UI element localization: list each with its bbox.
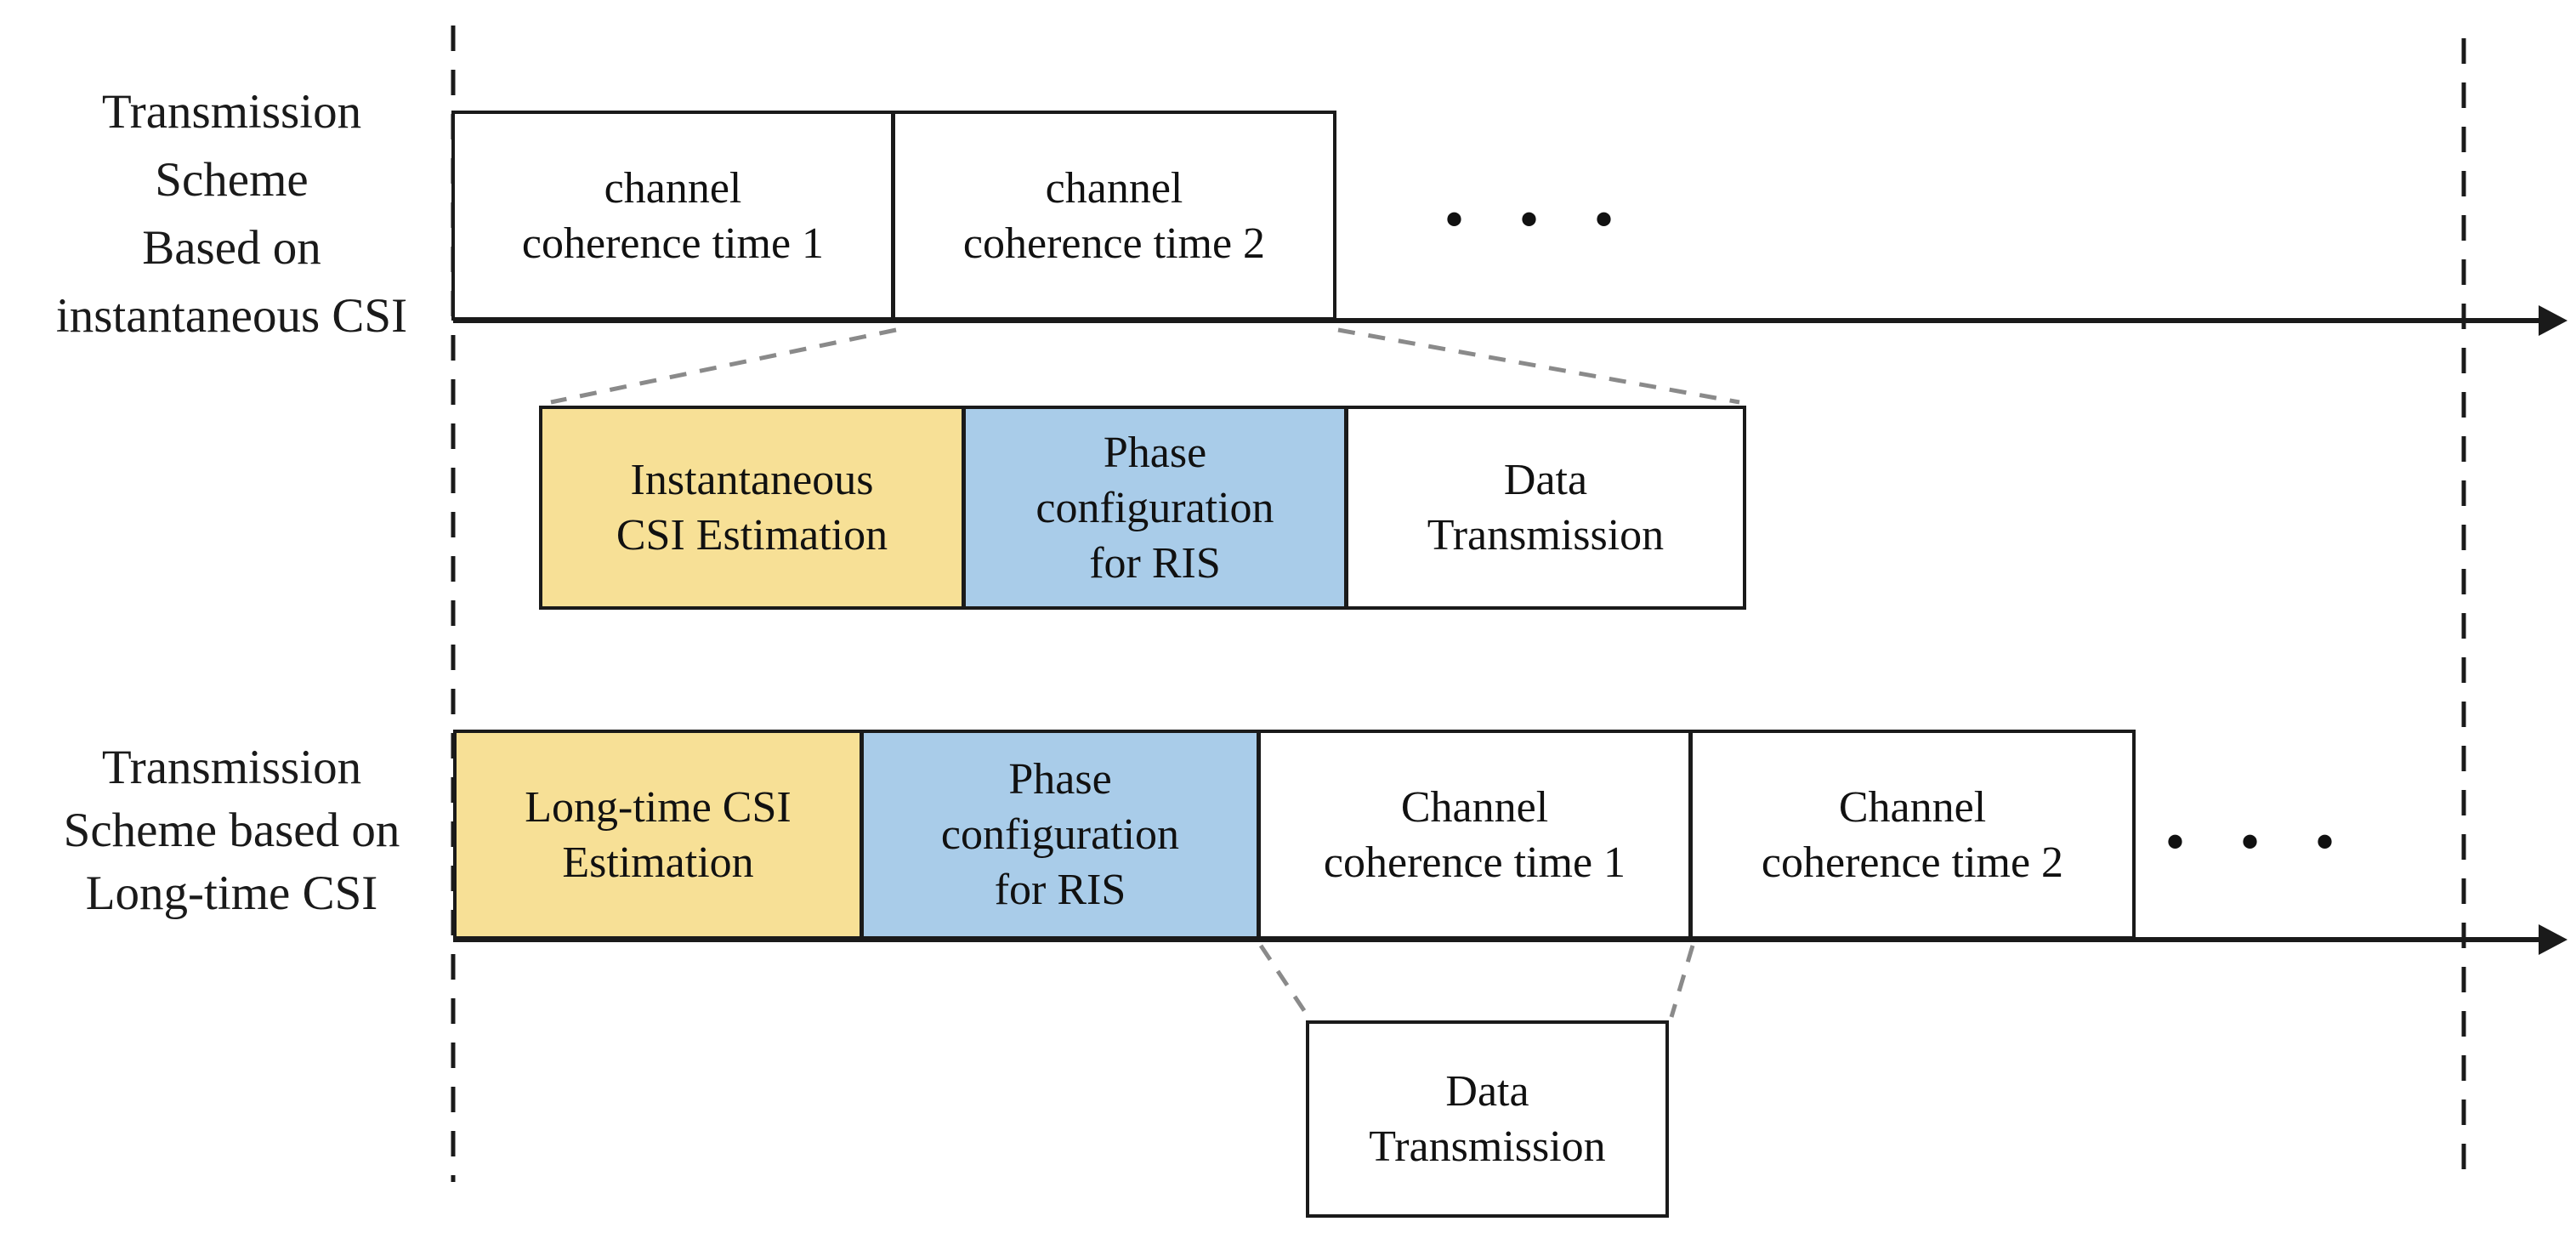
box-label-line: for RIS [994, 866, 1126, 914]
s2-data-transmission-box: Data Transmission [1306, 1020, 1669, 1218]
box-label-line: Phase [1103, 428, 1207, 477]
box-label-line: Phase [1008, 755, 1112, 804]
box-label-line: for RIS [1089, 538, 1221, 588]
box-label-line: coherence time 2 [962, 219, 1266, 268]
s2-channel-coherence-1-box: Channel coherence time 1 [1257, 730, 1692, 940]
scheme1-expansion-dash-left [550, 327, 897, 405]
s1-instantaneous-csi-estimation-box: Instantaneous CSI Estimation [539, 406, 965, 610]
scheme1-expansion-dash-right [1337, 327, 1740, 405]
box-label-line: configuration [940, 810, 1180, 859]
box-label-line: Transmission [1427, 511, 1665, 560]
scheme1-label: Transmission Scheme Based on instantaneo… [0, 78, 463, 350]
scheme2-label-line: Long-time CSI [85, 866, 378, 920]
box-label-line: coherence time 2 [1761, 838, 2064, 887]
scheme1-label-line: instantaneous CSI [55, 289, 408, 343]
scheme1-time-axis-arrowhead [2539, 305, 2567, 336]
scheme2-ellipsis: • • • [2166, 814, 2357, 870]
box-label-line: Data [1445, 1067, 1529, 1116]
scheme2-time-axis-arrowhead [2539, 924, 2567, 955]
s2-channel-coherence-2-box: Channel coherence time 2 [1689, 730, 2136, 940]
scheme2-expansion-dash-right [1669, 945, 1695, 1018]
scheme1-ellipsis: • • • [1445, 191, 1636, 247]
s1-channel-coherence-1-box: channel coherence time 1 [451, 111, 894, 321]
s1-data-transmission-box: Data Transmission [1345, 406, 1746, 610]
box-label-line: Estimation [562, 838, 754, 887]
box-label-line: Channel [1838, 782, 1987, 832]
box-label-line: Data [1503, 456, 1588, 504]
box-label-line: channel [604, 163, 742, 213]
scheme2-label: Transmission Scheme based on Long-time C… [0, 736, 463, 925]
scheme2-label-line: Scheme based on [63, 804, 400, 857]
box-label-line: coherence time 1 [521, 219, 825, 268]
s2-phase-configuration-box: Phase configuration for RIS [860, 730, 1260, 940]
box-label-line: Instantaneous [630, 456, 874, 504]
box-label-line: Long-time CSI [525, 782, 792, 832]
scheme1-label-line: Transmission [101, 85, 362, 139]
box-label-line: Channel [1400, 782, 1549, 832]
s2-long-time-csi-estimation-box: Long-time CSI Estimation [453, 730, 863, 940]
s1-channel-coherence-2-box: channel coherence time 2 [892, 111, 1336, 321]
box-label-line: CSI Estimation [616, 511, 888, 560]
box-label-line: channel [1045, 163, 1183, 213]
scheme1-label-line: Based on [142, 221, 321, 275]
scheme1-label-line: Scheme [155, 153, 309, 207]
box-label-line: coherence time 1 [1323, 838, 1626, 887]
s1-phase-configuration-box: Phase configuration for RIS [962, 406, 1348, 610]
box-label-line: Transmission [1369, 1122, 1606, 1171]
scheme2-label-line: Transmission [101, 741, 362, 794]
box-label-line: configuration [1036, 483, 1274, 532]
scheme2-expansion-dash-left [1258, 944, 1311, 1019]
